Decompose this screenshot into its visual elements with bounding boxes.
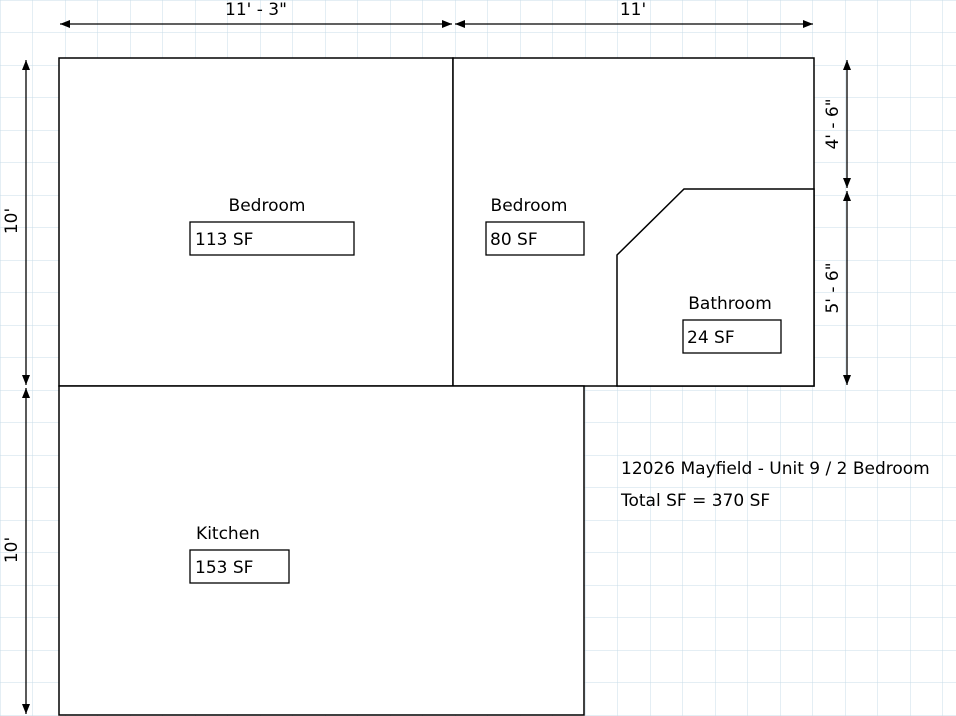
dim-label-top-left: 11' - 3" <box>225 0 287 20</box>
dimension-right-upper: 4' - 6" <box>823 60 851 188</box>
dim-label-left-upper: 10' <box>2 208 22 234</box>
area-box-kitchen <box>189 549 290 584</box>
plan-title: 12026 Mayfield - Unit 9 / 2 Bedroom <box>621 459 930 479</box>
dim-label-left-lower: 10' <box>2 537 22 563</box>
area-box-bathroom <box>682 319 782 354</box>
dimension-left-upper: 10' <box>2 60 30 385</box>
dimension-top-left: 11' - 3" <box>60 0 452 28</box>
dimension-right-lower: 5' - 6" <box>823 191 851 385</box>
area-box-bedroom-2 <box>485 221 585 256</box>
room-label-kitchen: Kitchen <box>196 524 260 544</box>
dimension-top-right: 11' <box>455 0 813 28</box>
room-kitchen[interactable] <box>58 385 585 716</box>
plan-total: Total SF = 370 SF <box>620 491 770 511</box>
area-value-bathroom: 24 SF <box>687 328 735 348</box>
dim-label-right-lower: 5' - 6" <box>823 262 843 313</box>
dim-label-top-right: 11' <box>620 0 646 20</box>
area-value-bedroom-1: 113 SF <box>195 230 253 250</box>
area-box-bedroom-1 <box>189 221 355 256</box>
room-label-bedroom-2: Bedroom <box>491 196 568 216</box>
dimension-left-lower: 10' <box>2 388 30 714</box>
room-label-bedroom-1: Bedroom <box>229 196 306 216</box>
area-value-kitchen: 153 SF <box>195 558 253 578</box>
dim-label-right-upper: 4' - 6" <box>823 98 843 149</box>
room-label-bathroom: Bathroom <box>688 294 772 314</box>
area-value-bedroom-2: 80 SF <box>490 230 538 250</box>
